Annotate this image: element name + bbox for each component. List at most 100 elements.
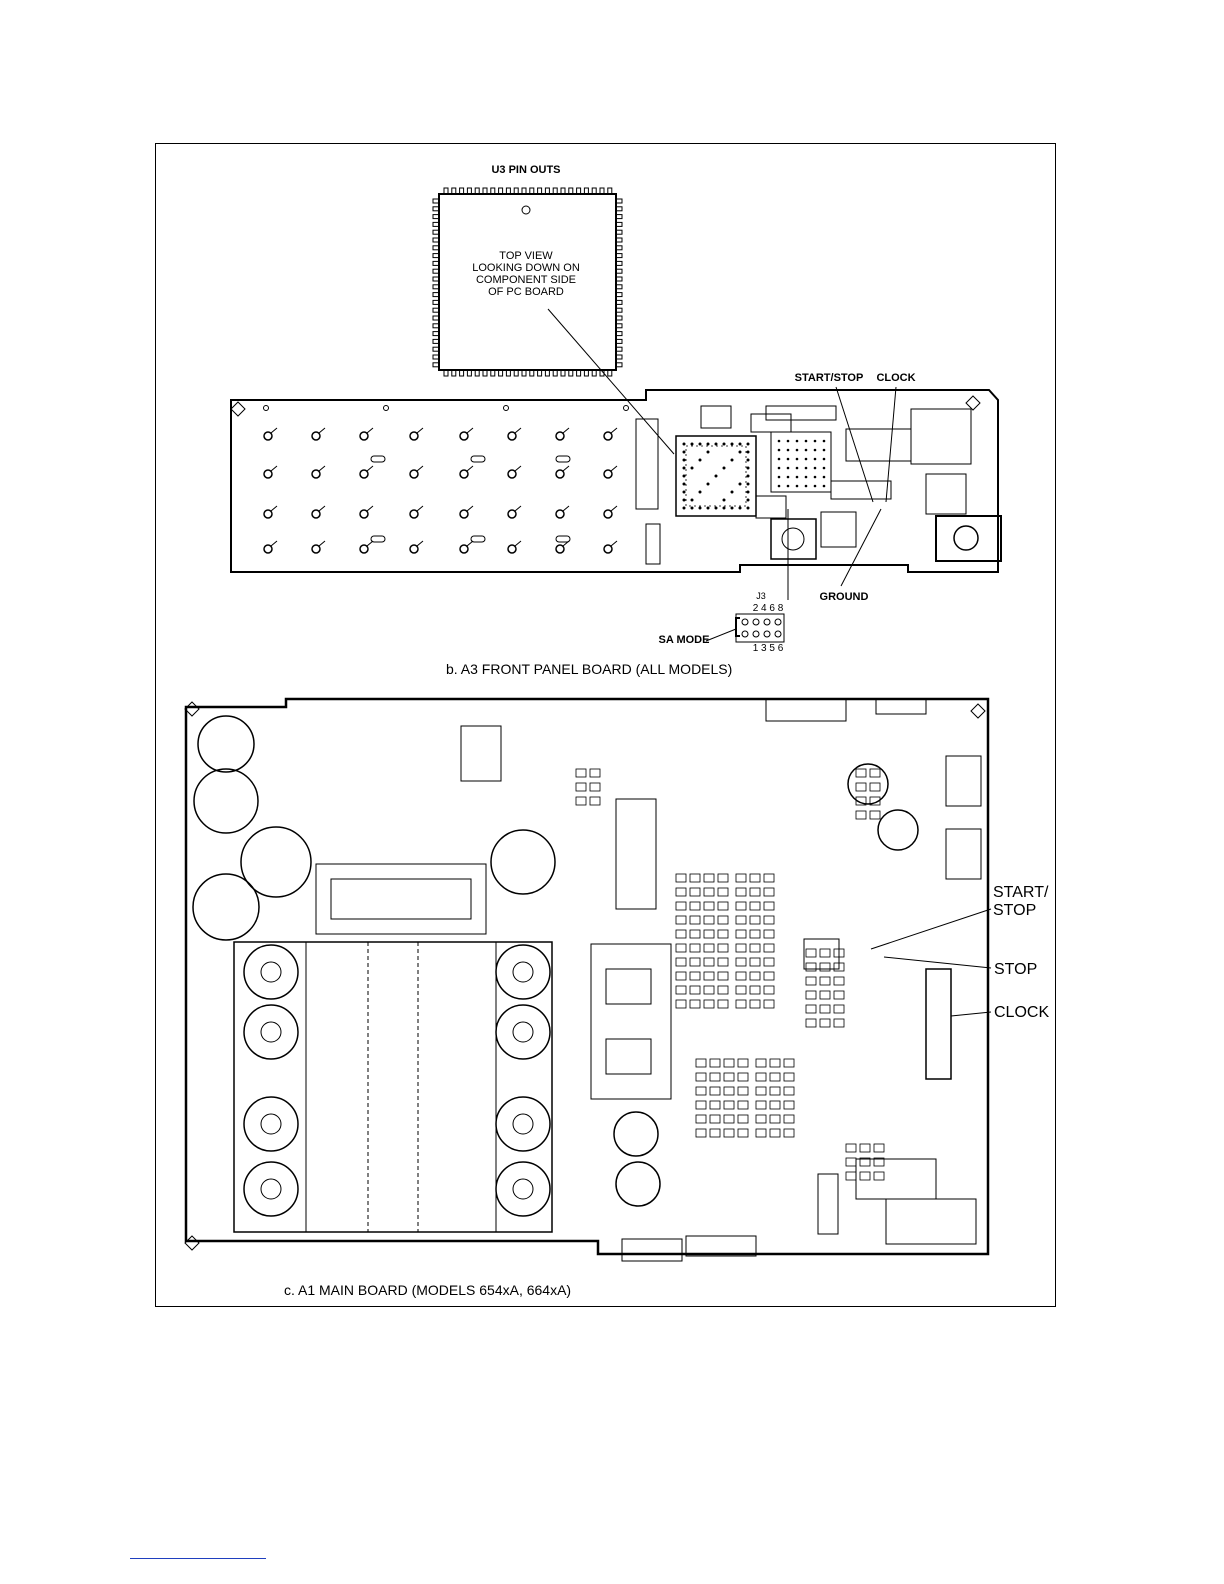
- small-ic: [696, 1059, 706, 1067]
- power-transistor: [496, 945, 550, 999]
- small-ic: [576, 783, 586, 791]
- small-ic: [750, 1000, 760, 1008]
- sa-mode-leader: [706, 629, 736, 641]
- pad-dot: [778, 440, 781, 443]
- small-ic: [738, 1129, 748, 1137]
- keypad-switch: [312, 510, 320, 518]
- pad-dot: [814, 485, 817, 488]
- keypad-switch: [360, 545, 368, 553]
- small-ic: [750, 874, 760, 882]
- pad-dot: [707, 451, 710, 454]
- mount-hole: [264, 406, 269, 411]
- small-ic: [736, 972, 746, 980]
- keypad-switch: [410, 470, 418, 478]
- a1-heatsink: [234, 864, 552, 1232]
- small-ic: [718, 874, 728, 882]
- switch-lead: [611, 541, 617, 546]
- switch-lead: [367, 506, 373, 511]
- small-ic: [820, 1019, 830, 1027]
- small-ic: [736, 930, 746, 938]
- small-ic: [874, 1172, 884, 1180]
- small-ic: [870, 769, 880, 777]
- small-ic: [710, 1087, 720, 1095]
- pad-dot: [814, 458, 817, 461]
- small-ic: [704, 972, 714, 980]
- keypad-switch: [264, 470, 272, 478]
- jumper-pad: [471, 456, 485, 462]
- a1-start-stop-label-2: STOP: [993, 902, 1036, 919]
- j3-connector: [736, 614, 784, 642]
- pad-dot: [805, 476, 808, 479]
- pad-dot: [814, 440, 817, 443]
- pad-dot: [805, 440, 808, 443]
- pad-dot: [747, 483, 750, 486]
- transistor-center: [261, 1179, 281, 1199]
- small-ic: [690, 972, 700, 980]
- small-ic: [696, 1073, 706, 1081]
- pad-dot: [731, 443, 734, 446]
- switch-lead: [611, 506, 617, 511]
- small-ic: [756, 1101, 766, 1109]
- pad-dot: [747, 443, 750, 446]
- switch-lead: [319, 541, 325, 546]
- small-ic: [676, 944, 686, 952]
- small-ic: [750, 930, 760, 938]
- j3-pin: [775, 619, 781, 625]
- pad-dot: [683, 451, 686, 454]
- u3-title: U3 PIN OUTS: [491, 164, 560, 176]
- small-ic: [718, 986, 728, 994]
- pad-dot: [814, 467, 817, 470]
- small-ic: [736, 916, 746, 924]
- jumper-pad: [371, 456, 385, 462]
- power-transistor: [496, 1005, 550, 1059]
- small-ic: [784, 1059, 794, 1067]
- small-ic: [846, 1158, 856, 1166]
- small-ic: [856, 783, 866, 791]
- switch-lead: [467, 506, 473, 511]
- transistor-center: [513, 962, 533, 982]
- switch-lead: [515, 428, 521, 433]
- j3-pin: [742, 631, 748, 637]
- small-ic: [696, 1115, 706, 1123]
- small-ic: [764, 972, 774, 980]
- small-ic: [834, 977, 844, 985]
- small-ic: [738, 1073, 748, 1081]
- small-ic: [690, 1000, 700, 1008]
- small-ic: [736, 986, 746, 994]
- small-ic: [736, 874, 746, 882]
- pad-dot: [691, 443, 694, 446]
- a3-components: [636, 406, 1001, 564]
- pad-dot: [739, 443, 742, 446]
- pad-dot: [787, 467, 790, 470]
- pad-dot: [823, 458, 826, 461]
- small-ic: [704, 916, 714, 924]
- small-ic: [704, 1000, 714, 1008]
- small-ic: [784, 1101, 794, 1109]
- pad-dot: [787, 440, 790, 443]
- mount-hole: [624, 406, 629, 411]
- power-transistor: [244, 945, 298, 999]
- pad-dot: [731, 507, 734, 510]
- keypad-switch: [556, 545, 564, 553]
- small-ic: [784, 1129, 794, 1137]
- keypad-switch: [556, 432, 564, 440]
- keypad-switch: [360, 470, 368, 478]
- small-ic: [710, 1059, 720, 1067]
- small-ic: [820, 963, 830, 971]
- j3-pin: [764, 619, 770, 625]
- small-ic: [846, 1172, 856, 1180]
- pad-dot: [796, 485, 799, 488]
- pad-dot: [747, 499, 750, 502]
- pad-dot: [739, 483, 742, 486]
- small-ic: [696, 1087, 706, 1095]
- keypad-switch: [410, 510, 418, 518]
- small-ic: [690, 944, 700, 952]
- small-ic: [704, 986, 714, 994]
- small-ic: [738, 1101, 748, 1109]
- small-ic: [806, 991, 816, 999]
- small-ic: [870, 811, 880, 819]
- keypad-switch: [312, 432, 320, 440]
- a1-board-outline: [185, 699, 988, 1254]
- pad-dot: [778, 476, 781, 479]
- pad-dot: [683, 475, 686, 478]
